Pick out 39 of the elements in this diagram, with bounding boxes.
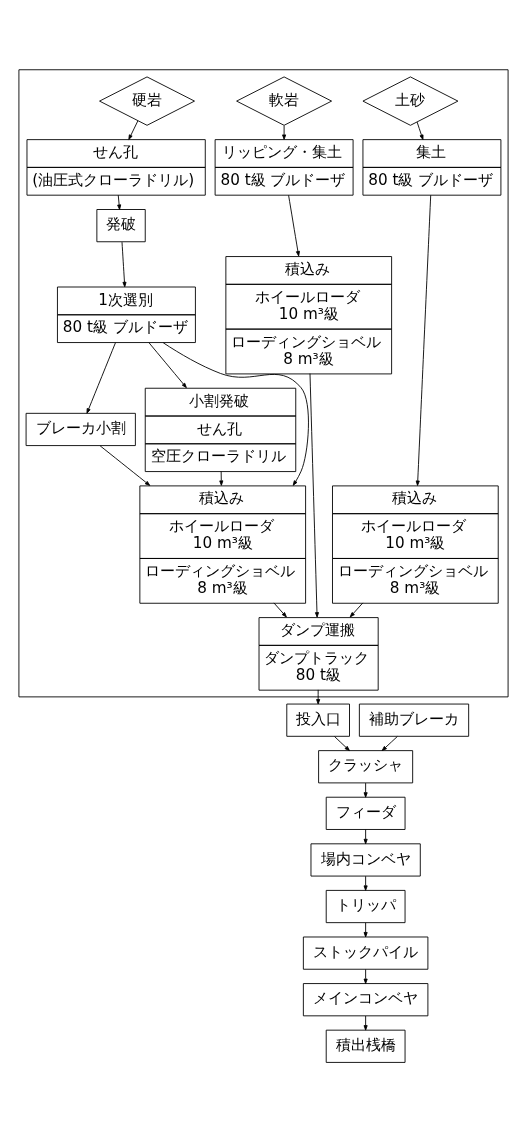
arrow	[309, 372, 319, 618]
arrow	[363, 921, 368, 937]
node-diamond: 軟岩	[236, 75, 333, 126]
arrow	[148, 341, 187, 388]
arrow	[363, 1015, 368, 1031]
node-box: フィーダ	[325, 796, 406, 830]
arrow	[415, 194, 432, 486]
arrow	[349, 601, 364, 617]
node-box: 場内コンベヤ	[310, 842, 421, 877]
node-diamond: 土砂	[362, 75, 459, 126]
arrow	[128, 120, 139, 140]
node-box: クラッシャ	[318, 749, 414, 783]
node-box: トリッパ	[325, 889, 406, 923]
arrow	[117, 194, 122, 210]
arrow	[99, 444, 151, 486]
arrow	[219, 470, 224, 486]
arrow	[316, 688, 321, 704]
node-diamond: 硬岩	[99, 75, 195, 126]
node-box: 積出桟橋	[325, 1029, 406, 1063]
arrow	[334, 735, 350, 751]
node-box: メインコンベヤ	[302, 982, 429, 1016]
node-box: ストックパイル	[302, 936, 429, 970]
arrow	[363, 782, 368, 798]
arrow	[162, 341, 309, 486]
arrow	[363, 875, 368, 891]
arrow	[381, 735, 398, 751]
arrow	[363, 968, 368, 984]
arrow	[288, 194, 300, 256]
arrow	[121, 241, 127, 287]
node-box: 発破	[96, 208, 146, 242]
arrow	[416, 121, 424, 140]
arrow	[363, 828, 368, 844]
arrow	[282, 124, 287, 140]
node-box: ブレーカ小割	[25, 412, 136, 446]
cluster	[18, 68, 509, 697]
arrow	[86, 341, 116, 414]
arrow	[273, 601, 287, 617]
node-box: 補助ブレーカ	[358, 703, 470, 737]
node-box: 投入口	[286, 703, 350, 737]
